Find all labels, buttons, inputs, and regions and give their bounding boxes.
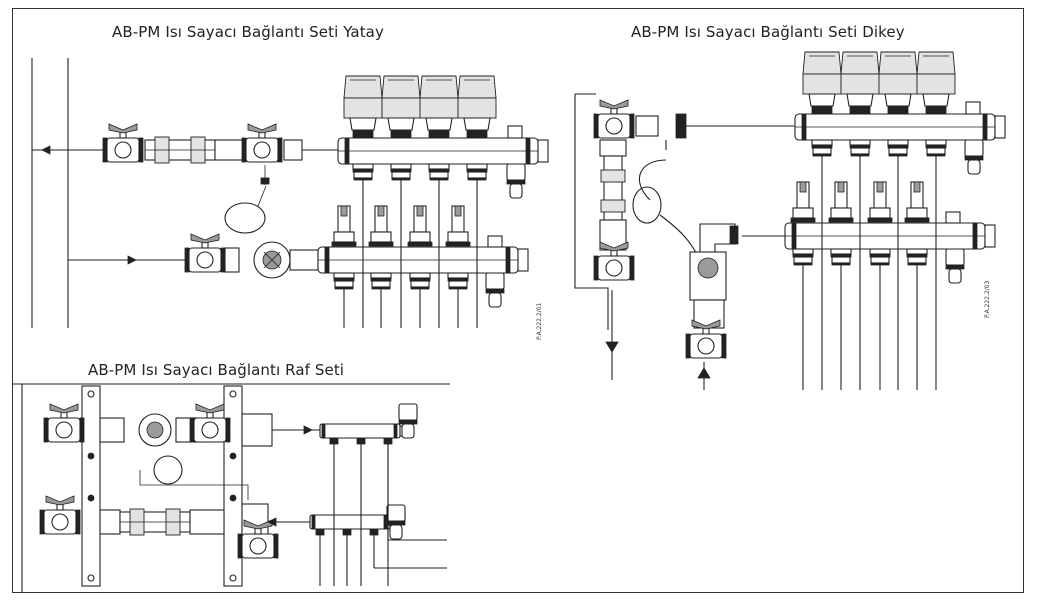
title-horizontal-set: AB-PM Isı Sayacı Bağlantı Seti Yatay [112, 23, 384, 41]
rack-set-drawing [12, 383, 450, 593]
drawing-frame [12, 8, 1024, 593]
title-vertical-set: AB-PM Isı Sayacı Bağlantı Seti Dikey [631, 23, 905, 41]
title-rack-set: AB-PM Isı Sayacı Bağlantı Raf Seti [88, 361, 345, 379]
vertical-set-drawing [574, 51, 1006, 390]
horizontal-set-drawing [31, 58, 549, 328]
